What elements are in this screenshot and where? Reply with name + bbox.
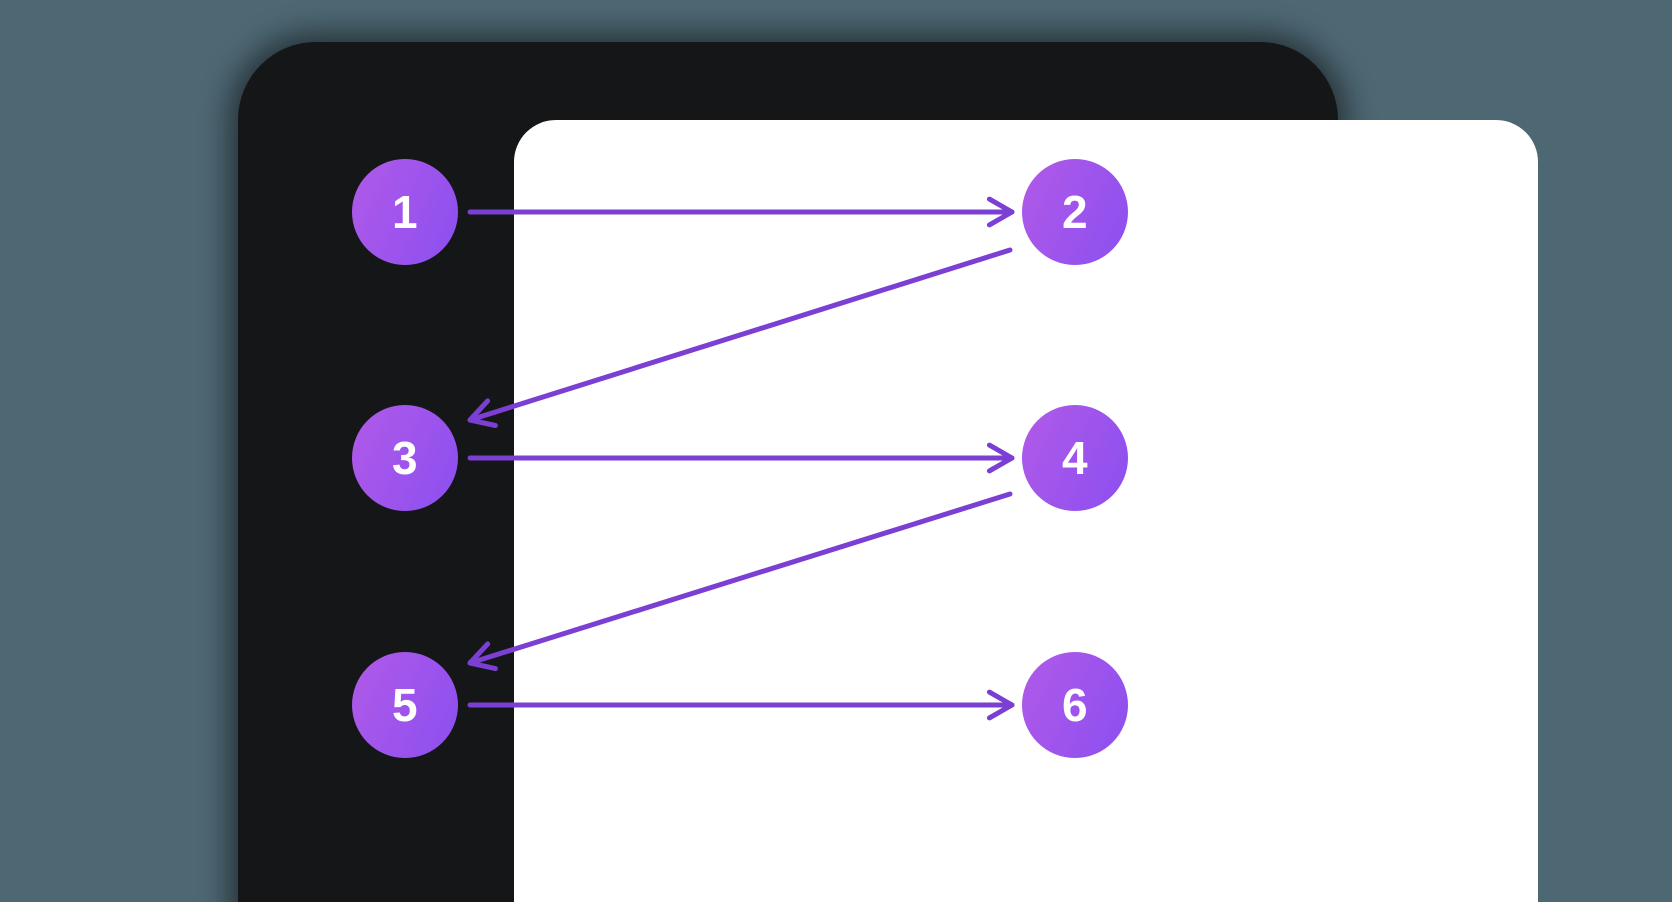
device-screen	[514, 120, 1538, 902]
flow-node-label: 2	[1061, 186, 1089, 238]
flow-node-label: 6	[1061, 679, 1089, 731]
flow-node-2[interactable]: 2	[1022, 159, 1128, 265]
flow-node-4[interactable]: 4	[1022, 405, 1128, 511]
flow-node-6[interactable]: 6	[1022, 652, 1128, 758]
flow-node-1[interactable]: 1	[352, 159, 458, 265]
flow-node-5[interactable]: 5	[352, 652, 458, 758]
flow-node-label: 4	[1061, 432, 1089, 484]
flow-node-3[interactable]: 3	[352, 405, 458, 511]
flow-node-label: 5	[391, 679, 419, 731]
flow-node-label: 3	[391, 432, 419, 484]
flow-node-label: 1	[391, 186, 419, 238]
